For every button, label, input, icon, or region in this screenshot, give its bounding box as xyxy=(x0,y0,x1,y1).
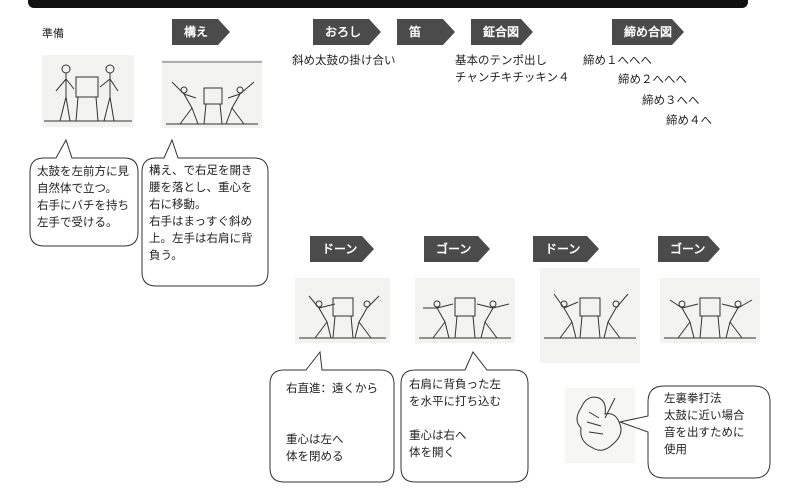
fist-closeup-sketch xyxy=(565,388,635,463)
kane-description: 基本のテンポ出し チャンチキチッキン４ xyxy=(455,53,570,84)
gon-bubble: 右肩に背負った左 を水平に打ち込む 重心は右へ 体を開く xyxy=(400,351,529,483)
don-2-sketch xyxy=(540,268,640,363)
kamae-sketch xyxy=(162,60,262,128)
tag-don-2: ドーン xyxy=(533,236,599,262)
don-1-sketch xyxy=(295,278,390,343)
tag-don-1: ドーン xyxy=(310,236,374,262)
kamae-bubble-text: 構え、で右足を開き 腰を落とし、重心を 右に移動。 右手はまっすぐ斜め 上。左手… xyxy=(149,163,253,262)
tag-kamae: 構え xyxy=(172,19,230,45)
tag-gon-1: ゴーン xyxy=(424,236,490,262)
gon-1-sketch xyxy=(415,278,515,343)
tag-kanegoe: 鉦合図 xyxy=(471,19,533,45)
prep-bubble-text: 太鼓を左前方に見 自然体で立つ。 右手にバチを持ち 左手で受ける。 xyxy=(37,164,129,229)
gon-2-sketch xyxy=(660,278,760,343)
kamae-bubble: 構え、で右足を開き 腰を落とし、重心を 右に移動。 右手はまっすぐ斜め 上。左手… xyxy=(141,138,269,287)
gon-bubble-text: 右肩に背負った左 を水平に打ち込む 重心は右へ 体を開く xyxy=(409,377,501,459)
shime-line-4: 締め４へ xyxy=(666,113,712,127)
shime-line-1: 締め１へへへ xyxy=(583,53,652,67)
tag-gon-2: ゴーン xyxy=(658,236,720,262)
hidari-bubble: 左裏拳打法 太鼓に近い場合 音を出すために 使用 xyxy=(618,385,771,479)
tag-oroshi: おろし xyxy=(313,19,381,45)
tag-fue: 笛 xyxy=(397,19,455,45)
hidari-bubble-text: 左裏拳打法 太鼓に近い場合 音を出すために 使用 xyxy=(664,391,745,456)
tag-shime: 締め合図 xyxy=(612,19,684,45)
shime-line-2: 締め２へへへ xyxy=(618,72,687,86)
oroshi-description: 斜め太鼓の掛け合い xyxy=(292,53,396,67)
prep-stance-sketch xyxy=(42,55,134,127)
prep-bubble: 太鼓を左前方に見 自然体で立つ。 右手にバチを持ち 左手で受ける。 xyxy=(29,138,139,248)
top-bar xyxy=(28,0,748,8)
don-bubble-text: 右直進：遠くから 重心は左へ 体を閉める xyxy=(286,381,378,463)
prep-label: 準備 xyxy=(42,27,64,40)
shime-line-3: 締め３へへ xyxy=(642,93,700,107)
don-bubble: 右直進：遠くから 重心は左へ 体を閉める xyxy=(269,350,395,483)
